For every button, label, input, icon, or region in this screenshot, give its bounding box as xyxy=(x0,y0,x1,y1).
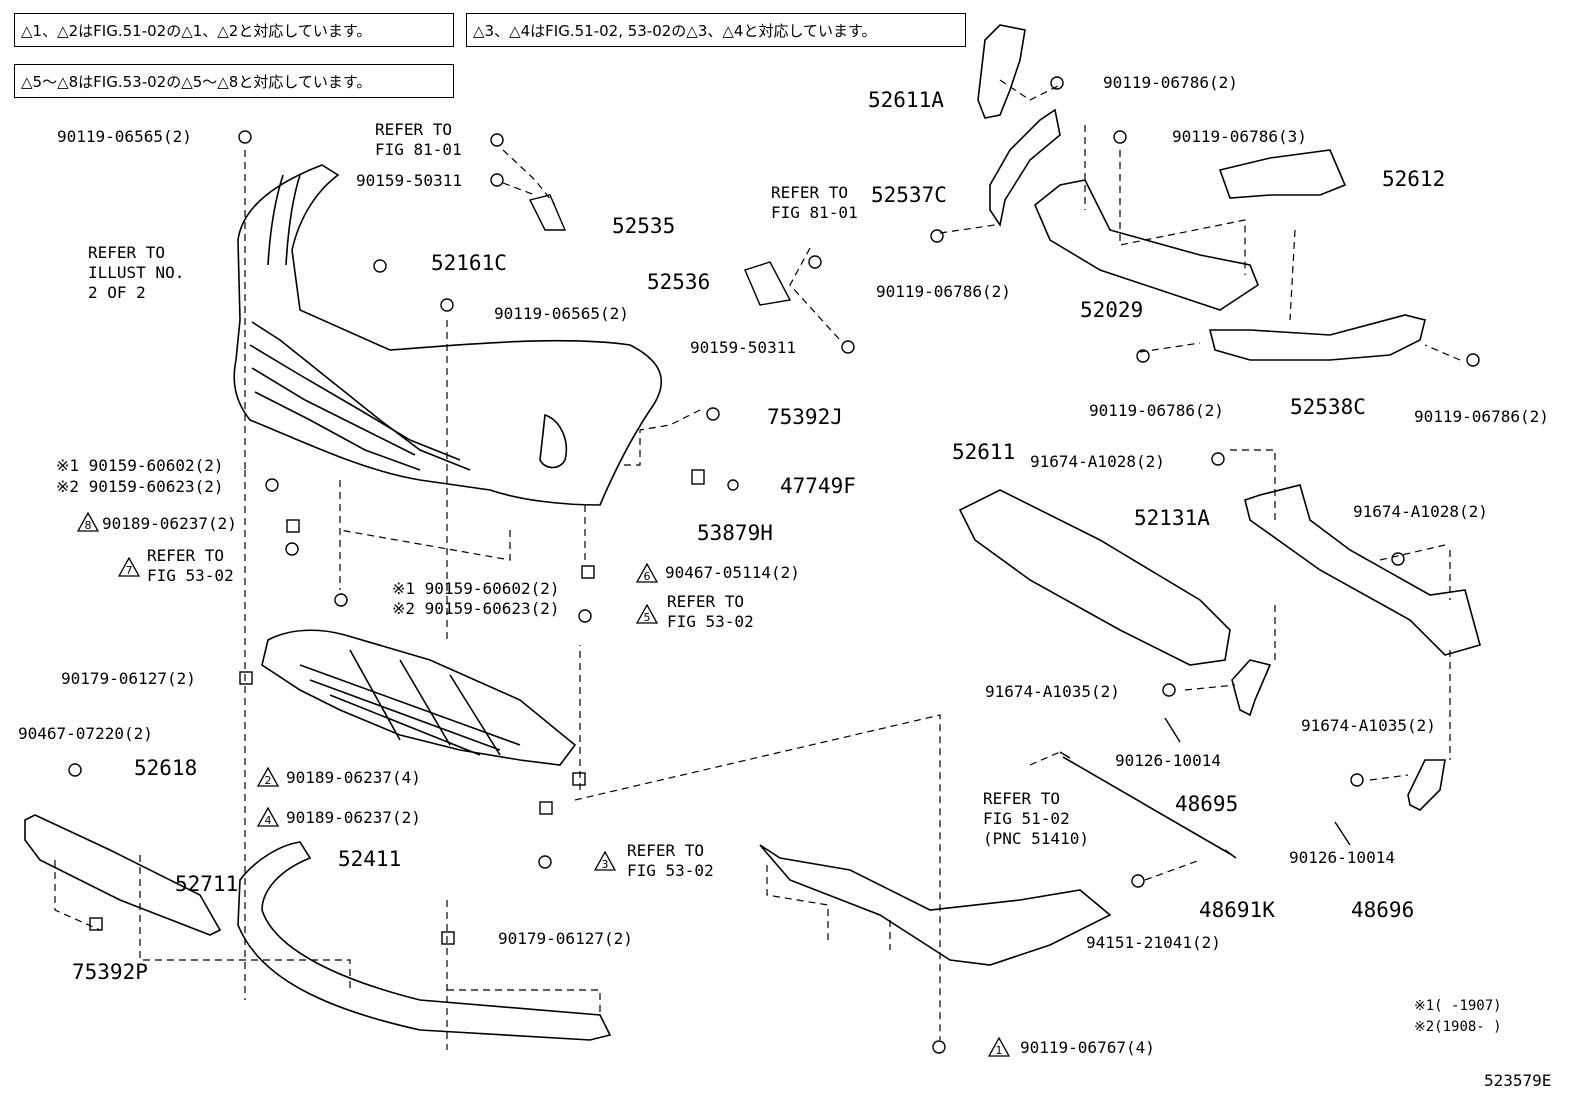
refer-label-fig51-02: REFER TO FIG 51-02 (PNC 51410) xyxy=(983,789,1089,848)
lower-grille-shape xyxy=(261,629,577,766)
triangle-marker-8: 8 xyxy=(76,511,100,532)
part-label-90159-60602-b: ※1 90159-60602(2) xyxy=(392,579,560,598)
part-label-91674-A1035-a: 91674-A1035(2) xyxy=(985,682,1120,701)
part-label-52618: 52618 xyxy=(134,756,198,780)
triangle-number-1: 1 xyxy=(996,1044,1003,1057)
part-label-90159-60623-b: ※2 90159-60623(2) xyxy=(392,599,560,618)
part-label-48695: 48695 xyxy=(1175,792,1239,816)
part-label-52538C: 52538C xyxy=(1290,395,1366,419)
part-label-48691K: 48691K xyxy=(1199,898,1275,922)
part-label-90119-06565-2a: 90119-06565(2) xyxy=(57,127,192,146)
triangle-marker-5: 5 xyxy=(635,603,659,624)
part-label-52611: 52611 xyxy=(952,440,1016,464)
part-label-90159-60623-a: ※2 90159-60623(2) xyxy=(56,477,224,496)
part-label-90189-06237-2a: 90189-06237(2) xyxy=(102,514,237,533)
footnote-date-1: ※1( -1907) xyxy=(1414,998,1502,1014)
absorber-52611A-shape xyxy=(977,24,1026,119)
part-label-52536: 52536 xyxy=(647,270,711,294)
part-label-52611A: 52611A xyxy=(868,88,944,112)
part-label-90119-06786-3: 90119-06786(3) xyxy=(1172,127,1307,146)
reinforcement-52131A-shape xyxy=(1244,484,1481,656)
part-label-90467-05114: 90467-05114(2) xyxy=(665,563,800,582)
part-label-91674-A1028-2b: 91674-A1028(2) xyxy=(1353,502,1488,521)
part-label-52161C: 52161C xyxy=(431,251,507,275)
part-label-90179-06127-b: 90179-06127(2) xyxy=(498,929,633,948)
triangle-number-6: 6 xyxy=(644,570,651,583)
triangle-number-3: 3 xyxy=(602,858,609,871)
figure-code: 523579E xyxy=(1484,1071,1552,1090)
note-text-1: △1、△2はFIG.51-02の△1、△2と対応しています。 xyxy=(21,21,372,40)
part-label-90126-10014-b: 90126-10014 xyxy=(1289,848,1395,867)
part-label-90119-06786-2a: 90119-06786(2) xyxy=(1103,73,1238,92)
part-label-52535: 52535 xyxy=(612,214,676,238)
part-label-90159-60602-a: ※1 90159-60602(2) xyxy=(56,456,224,475)
part-label-90189-06237-2b: 90189-06237(2) xyxy=(286,808,421,827)
note-box-2: △3、△4はFIG.51-02, 53-02の△3、△4と対応しています。 xyxy=(466,13,966,47)
part-label-90159-50311a: 90159-50311 xyxy=(356,171,462,190)
part-label-52411: 52411 xyxy=(338,847,402,871)
under-cover-shape xyxy=(759,844,1112,966)
part-label-52029: 52029 xyxy=(1080,298,1144,322)
part-label-52537C: 52537C xyxy=(871,183,947,207)
spoiler-52411-shape xyxy=(237,841,612,1041)
note-text-3: △5～△8はFIG.53-02の△5～△8と対応しています。 xyxy=(21,72,372,91)
part-label-90119-06565-2b: 90119-06565(2) xyxy=(494,304,629,323)
part-label-91674-A1035-b: 91674-A1035(2) xyxy=(1301,716,1436,735)
footnote-date-2: ※2(1908- ) xyxy=(1414,1019,1502,1035)
part-label-90126-10014-a: 90126-10014 xyxy=(1115,751,1221,770)
triangle-number-5: 5 xyxy=(644,611,651,624)
part-label-52612: 52612 xyxy=(1382,167,1446,191)
part-label-90119-06786-2c: 90119-06786(2) xyxy=(1089,401,1224,420)
part-label-90189-06237-4: 90189-06237(4) xyxy=(286,768,421,787)
note-text-2: △3、△4はFIG.51-02, 53-02の△3、△4と対応しています。 xyxy=(473,21,877,40)
triangle-number-2: 2 xyxy=(265,774,272,787)
triangle-number-4: 4 xyxy=(265,814,272,827)
part-label-90159-50311b: 90159-50311 xyxy=(690,338,796,357)
part-label-90119-06786-2b: 90119-06786(2) xyxy=(876,282,1011,301)
refer-label-fig81-01-a: REFER TO FIG 81-01 xyxy=(375,120,462,159)
triangle-marker-3: 3 xyxy=(593,850,617,871)
triangle-number-8: 8 xyxy=(85,519,92,532)
part-label-90467-07220: 90467-07220(2) xyxy=(18,724,153,743)
part-label-90119-06767: 90119-06767(4) xyxy=(1020,1038,1155,1057)
part-label-94151-21041: 94151-21041(2) xyxy=(1086,933,1221,952)
refer-label-fig81-01-b: REFER TO FIG 81-01 xyxy=(771,183,858,222)
absorber-52611-shape xyxy=(958,489,1231,666)
triangle-marker-4: 4 xyxy=(256,806,280,827)
molding-52711-shape xyxy=(24,814,222,936)
part-label-90119-06786-2d: 90119-06786(2) xyxy=(1414,407,1549,426)
bumper-cover-shape xyxy=(233,164,662,506)
triangle-number-7: 7 xyxy=(126,564,133,577)
part-label-91674-A1028-2a: 91674-A1028(2) xyxy=(1030,452,1165,471)
part-label-48696: 48696 xyxy=(1351,898,1415,922)
triangle-marker-2: 2 xyxy=(256,766,280,787)
note-box-3: △5～△8はFIG.53-02の△5～△8と対応しています。 xyxy=(14,64,454,98)
part-label-75392P: 75392P xyxy=(72,960,148,984)
part-label-47749F: 47749F xyxy=(780,474,856,498)
triangle-marker-1: 1 xyxy=(987,1036,1011,1057)
part-label-75392J: 75392J xyxy=(767,405,843,429)
part-label-53879H: 53879H xyxy=(697,521,773,545)
refer-label-fig53-02-5: REFER TO FIG 53-02 xyxy=(667,592,754,631)
triangle-marker-6: 6 xyxy=(635,562,659,583)
refer-label-illust: REFER TO ILLUST NO. 2 OF 2 xyxy=(88,243,185,302)
part-label-52131A: 52131A xyxy=(1134,506,1210,530)
part-label-52711: 52711 xyxy=(175,872,239,896)
refer-label-fig53-02-7: REFER TO FIG 53-02 xyxy=(147,546,234,585)
triangle-marker-7: 7 xyxy=(117,556,141,577)
part-label-90179-06127-a: 90179-06127(2) xyxy=(61,669,196,688)
refer-label-fig53-02-3: REFER TO FIG 53-02 xyxy=(627,841,714,880)
note-box-1: △1、△2はFIG.51-02の△1、△2と対応しています。 xyxy=(14,13,454,47)
